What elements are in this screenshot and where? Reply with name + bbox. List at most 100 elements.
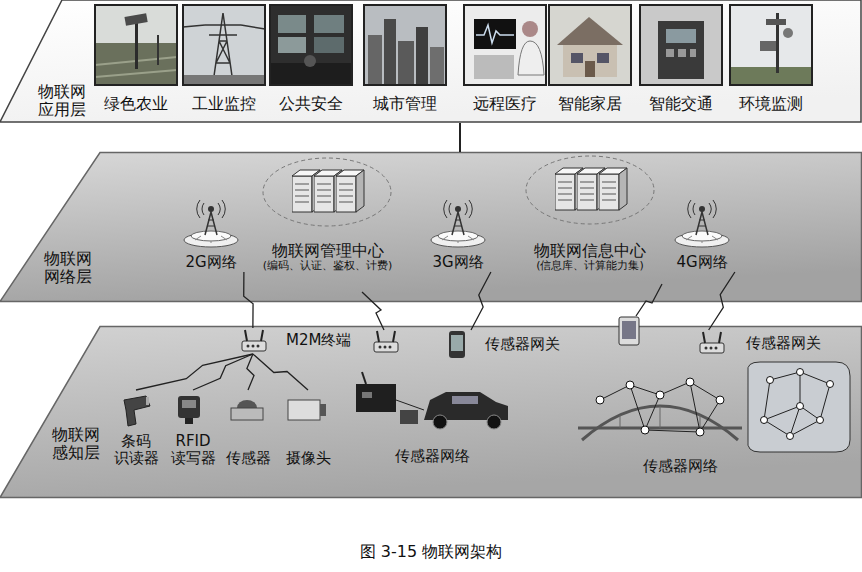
application-label: 绿色农业 <box>104 95 168 113</box>
sensing-device: 传感器 <box>221 390 275 468</box>
bridge-sensor-network <box>686 378 694 386</box>
photo <box>183 13 265 83</box>
sensor-gateway: 传感器网关 <box>696 330 854 358</box>
device-label: 摄像头 <box>286 450 331 467</box>
gateway-device <box>619 317 639 345</box>
gateway-device <box>622 321 636 339</box>
application-item: 智能家居 <box>547 2 633 114</box>
sensing-device: 摄像头 <box>278 390 338 468</box>
note-text: (编码、认证、鉴权、计费) <box>263 260 393 273</box>
photo <box>640 5 722 85</box>
layer-label: 物联网 应用层 <box>38 83 91 120</box>
photo <box>183 5 265 85</box>
photo <box>518 41 544 75</box>
gateway-device <box>451 335 463 351</box>
photo <box>678 49 686 57</box>
photo <box>666 49 674 57</box>
rfid-reader <box>178 396 200 418</box>
photo <box>571 53 583 63</box>
photo <box>95 5 177 85</box>
structure-sensor-network <box>748 362 850 452</box>
device-label: 传感器网关 <box>485 336 560 353</box>
m2m-terminal: M2M终端 <box>238 328 362 354</box>
photo <box>640 5 722 85</box>
application-item: 环境监测 <box>728 2 814 114</box>
photo <box>597 53 609 63</box>
photo <box>384 19 396 85</box>
application-label: 城市管理 <box>373 95 437 113</box>
server-center: 物联网管理中心(编码、认证、鉴权、计费) <box>250 158 405 274</box>
application-item: 远程医疗 <box>462 2 548 114</box>
photo <box>640 5 722 85</box>
bridge-sensor-network <box>696 428 704 436</box>
photo <box>183 5 265 85</box>
photo <box>278 37 306 53</box>
photo <box>658 21 704 79</box>
photo <box>464 5 546 85</box>
device-label: 传感器 <box>226 450 271 467</box>
application-label: 智能家居 <box>558 95 622 113</box>
application-item: 工业监控 <box>181 2 267 114</box>
barcode-scanner <box>146 397 149 405</box>
photo <box>730 5 812 85</box>
structure-sensor-network <box>787 433 794 440</box>
network-label: 2G网络 <box>185 254 236 271</box>
sensor-network-devices <box>400 410 418 424</box>
bridge-sensor-network <box>641 426 649 434</box>
server-cluster <box>336 170 364 212</box>
sensor-network-devices <box>433 415 447 429</box>
photo <box>730 5 812 85</box>
photo <box>474 19 516 49</box>
photo <box>183 75 265 85</box>
photo <box>314 37 344 53</box>
application-item: 公共安全 <box>268 2 354 114</box>
photo <box>270 5 352 85</box>
note-text: (信息库、计算能力集) <box>536 260 644 273</box>
application-label: 工业监控 <box>192 95 256 113</box>
layer-plane-outline <box>0 0 861 122</box>
photo <box>476 25 514 43</box>
bridge-sensor-network <box>716 396 724 404</box>
application-item: 绿色农业 <box>93 2 179 114</box>
photo <box>730 5 812 85</box>
sensor-network-devices <box>362 392 372 398</box>
rfid-reader <box>185 418 193 424</box>
photo <box>730 67 812 85</box>
network-label: 4G网络 <box>676 254 727 271</box>
layer-label: 物联网 网络层 <box>44 250 97 287</box>
sensing-device: 条码 识读器 <box>108 390 164 468</box>
application-label: 智能交通 <box>649 95 713 113</box>
server-cluster <box>599 168 627 210</box>
photo <box>549 5 631 85</box>
network-label: 传感器网络 <box>643 458 718 475</box>
center-label: 物联网信息中心 <box>534 242 646 260</box>
photo <box>270 5 352 85</box>
sensing-device: RFID 读写器 <box>165 390 221 468</box>
sensor-network-devices <box>452 396 478 404</box>
layer-plane <box>0 152 862 302</box>
layer-band: 物联网 应用层绿色农业 工业监控公共安全城市管理 远程医疗智能家居 智能交通 环境监测 <box>0 0 862 123</box>
layer-link <box>459 123 461 152</box>
layer-plane-outline <box>0 327 862 498</box>
layer-band: 物联网 感知层M2M终端传感器网关传感器网关条码 识读器RFID 读写器传感器摄… <box>0 326 862 498</box>
application-label: 环境监测 <box>739 95 803 113</box>
photo <box>549 5 631 85</box>
photo <box>430 47 444 85</box>
photo <box>464 5 546 85</box>
photo <box>549 5 631 85</box>
bridge-sensor-network <box>656 391 664 399</box>
photo <box>563 45 617 77</box>
structure-sensor-network <box>748 362 850 452</box>
photo <box>364 5 446 85</box>
camera-icon <box>288 400 320 420</box>
structure-sensor-network <box>827 381 834 388</box>
photo <box>557 17 623 45</box>
camera-icon <box>288 400 326 420</box>
center-label: 物联网管理中心 <box>272 242 384 260</box>
photo <box>364 5 446 85</box>
photo <box>398 41 414 85</box>
network-tower: 4G网络 <box>667 200 737 272</box>
